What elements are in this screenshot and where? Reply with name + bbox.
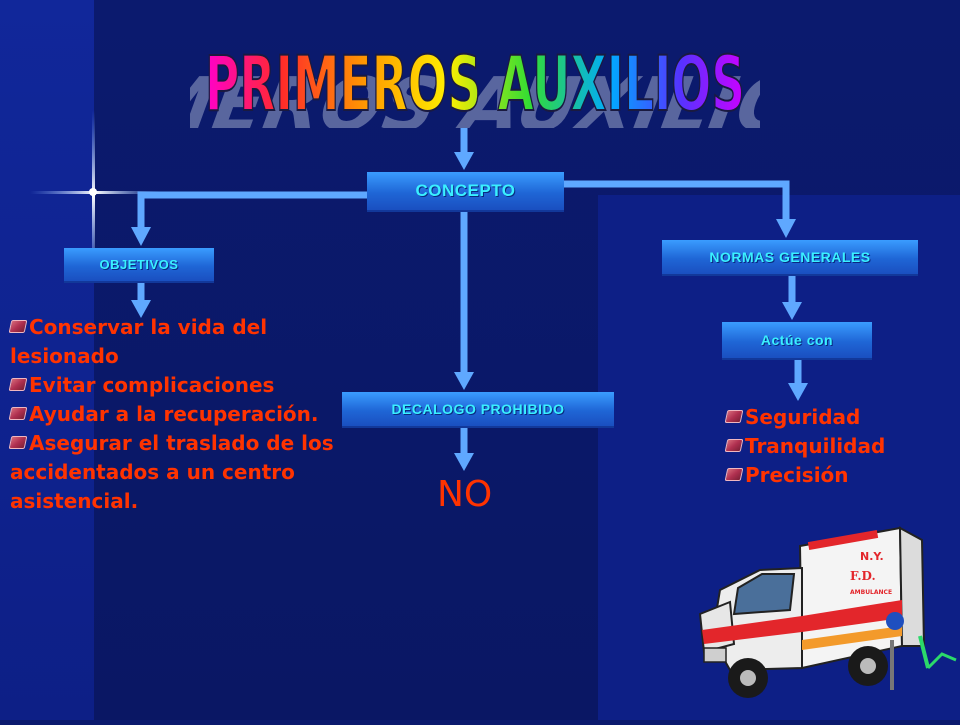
list-item: Ayudar a la recuperación. <box>8 400 355 429</box>
node-actue-con: Actúe con <box>722 322 872 360</box>
svg-text:F.D.: F.D. <box>850 569 876 583</box>
no-label: NO <box>437 474 493 515</box>
arrow-concepto-normas <box>564 180 790 222</box>
ambulance-icon: N.Y. F.D. AMBULANCE <box>690 518 960 720</box>
node-concepto: CONCEPTO <box>367 172 564 212</box>
bullet-icon <box>8 436 28 449</box>
node-decalogo-prohibido: DECALOGO PROHIBIDO <box>342 392 614 428</box>
list-item: Precisión <box>724 461 946 490</box>
bullet-icon <box>8 407 28 420</box>
svg-text:AMBULANCE: AMBULANCE <box>850 589 892 596</box>
list-item: Evitar complicaciones <box>8 371 355 400</box>
bullet-icon <box>724 468 744 481</box>
bullet-icon <box>8 378 28 391</box>
svg-text:N.Y.: N.Y. <box>860 550 884 563</box>
node-objetivos: OBJETIVOS <box>64 248 214 283</box>
title-text: PRIMEROS AUXILIOS <box>205 39 745 128</box>
list-item: Seguridad <box>724 403 946 432</box>
list-item: Asegurar el traslado de los accidentados… <box>8 431 334 513</box>
objetivos-list: Conservar la vida del lesionado Evitar c… <box>8 313 355 516</box>
actue-list: Seguridad Tranquilidad Precisión <box>724 403 946 490</box>
list-item: Conservar la vida del lesionado <box>8 315 268 368</box>
bullet-icon <box>724 439 744 452</box>
bullet-icon <box>724 410 744 423</box>
arrow-concepto-objetivos <box>137 191 367 230</box>
list-item: Tranquilidad <box>724 432 946 461</box>
node-normas-generales: NORMAS GENERALES <box>662 240 918 276</box>
background-left-strip <box>0 0 94 720</box>
bullet-icon <box>8 320 28 333</box>
